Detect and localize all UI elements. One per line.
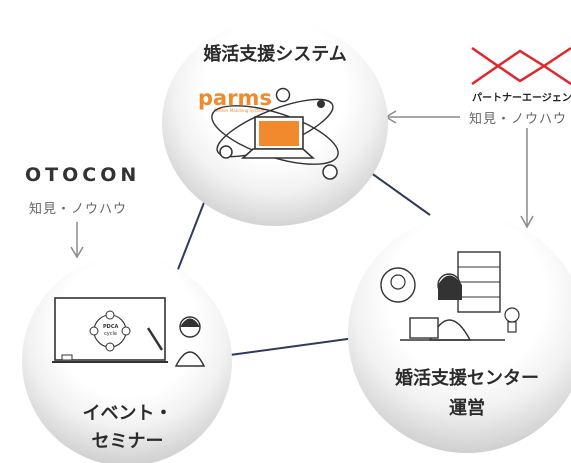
pdca-sub: cycle [104,331,117,337]
partner-note: 知見・ノウハウ [469,112,568,127]
partner-logo-text: パートナーエージェント [472,93,571,104]
otocon-note: 知見・ノウハウ [29,202,128,217]
pdca-title: PDCA [103,324,119,330]
event-title-line1: イベント・ [82,403,173,424]
event-title-line2: セミナー [91,431,164,452]
parms-tagline: Partner Matching System [214,108,265,113]
center-title-line1: 婚活支援センター [395,368,539,389]
parms-logo: parms [198,86,272,110]
connector-event-center [229,337,356,356]
system-title: 婚活支援システム [203,44,347,65]
otocon-logo: OTOCON [25,164,141,186]
center-title-line2: 運営 [449,398,485,419]
